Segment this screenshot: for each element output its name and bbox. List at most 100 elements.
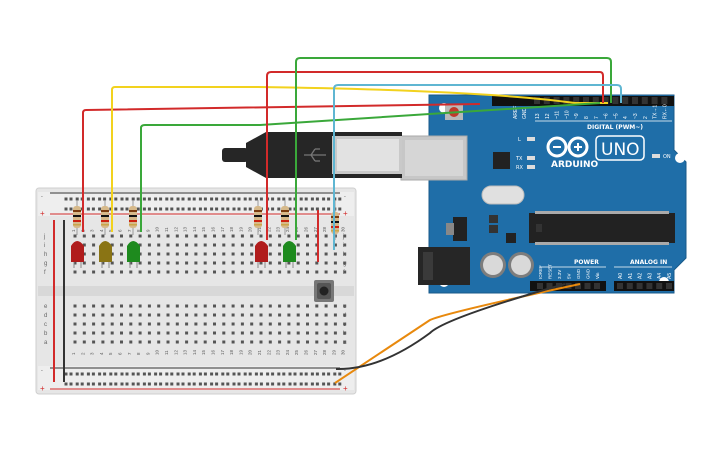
digital-pin-socket[interactable] [612, 97, 619, 104]
breadboard-hole[interactable] [175, 331, 179, 335]
breadboard-hole[interactable] [259, 304, 263, 308]
rail-hole[interactable] [176, 382, 180, 386]
rail-hole[interactable] [215, 372, 219, 376]
rail-hole[interactable] [310, 207, 314, 211]
rail-hole[interactable] [315, 382, 319, 386]
rail-hole[interactable] [282, 372, 286, 376]
breadboard-hole[interactable] [120, 270, 123, 274]
rail-hole[interactable] [322, 372, 326, 376]
rail-hole[interactable] [243, 207, 247, 211]
breadboard-hole[interactable] [92, 270, 96, 274]
breadboard-hole[interactable] [110, 252, 114, 256]
rail-hole[interactable] [64, 207, 68, 211]
wire-red-inner[interactable] [266, 71, 604, 240]
breadboard-hole[interactable] [138, 234, 142, 238]
breadboard-hole[interactable] [333, 304, 337, 308]
breadboard-hole[interactable] [194, 322, 198, 326]
usb-connector[interactable] [400, 135, 468, 181]
breadboard-hole[interactable] [250, 331, 254, 335]
breadboard-hole[interactable] [203, 331, 207, 335]
breadboard-hole[interactable] [138, 322, 142, 326]
breadboard-hole[interactable] [324, 252, 328, 256]
breadboard-hole[interactable] [129, 322, 133, 326]
rail-hole[interactable] [86, 372, 90, 376]
breadboard-hole[interactable] [315, 340, 319, 344]
wire-orange[interactable] [334, 283, 581, 384]
breadboard-hole[interactable] [250, 243, 254, 247]
rail-hole[interactable] [277, 372, 281, 376]
breadboard-hole[interactable] [278, 322, 282, 326]
wire-red-outer[interactable] [82, 103, 481, 232]
rail-hole[interactable] [187, 207, 191, 211]
rail-hole[interactable] [165, 197, 169, 201]
rail-hole[interactable] [170, 382, 174, 386]
breadboard-hole[interactable] [222, 270, 226, 274]
breadboard-hole[interactable] [147, 340, 151, 344]
breadboard-hole[interactable] [194, 261, 198, 265]
rail-hole[interactable] [315, 207, 319, 211]
rail-hole[interactable] [299, 382, 303, 386]
rail-hole[interactable] [147, 197, 151, 201]
breadboard-hole[interactable] [306, 322, 309, 326]
rail-hole[interactable] [304, 207, 308, 211]
rail-hole[interactable] [338, 372, 342, 376]
breadboard-hole[interactable] [185, 313, 189, 317]
breadboard-hole[interactable] [278, 270, 282, 274]
rail-hole[interactable] [159, 207, 163, 211]
breadboard-hole[interactable] [306, 270, 309, 274]
breadboard-hole[interactable] [324, 270, 328, 274]
rail-hole[interactable] [187, 197, 191, 201]
analog-header[interactable] [614, 281, 674, 291]
rail-hole[interactable] [288, 207, 292, 211]
breadboard-hole[interactable] [231, 304, 235, 308]
rail-hole[interactable] [159, 382, 163, 386]
rail-hole[interactable] [192, 197, 196, 201]
rail-hole[interactable] [80, 372, 84, 376]
breadboard-hole[interactable] [306, 304, 309, 308]
breadboard-hole[interactable] [333, 270, 337, 274]
breadboard-hole[interactable] [194, 304, 198, 308]
breadboard-hole[interactable] [82, 304, 86, 308]
rail-hole[interactable] [271, 197, 275, 201]
breadboard-hole[interactable] [231, 261, 235, 265]
rail-hole[interactable] [75, 197, 79, 201]
rail-hole[interactable] [259, 197, 263, 201]
breadboard-hole[interactable] [175, 243, 179, 247]
rail-hole[interactable] [103, 382, 107, 386]
rail-hole[interactable] [125, 372, 129, 376]
breadboard-hole[interactable] [287, 313, 291, 317]
rail-hole[interactable] [103, 197, 107, 201]
breadboard-hole[interactable] [92, 304, 96, 308]
analog-pin-socket[interactable] [656, 283, 663, 289]
arduino-uno-board[interactable]: ARDUINO UNO ON L TX RX DIGITAL (PWM~) AR… [400, 94, 687, 294]
rail-hole[interactable] [120, 372, 124, 376]
breadboard-hole[interactable] [287, 304, 291, 308]
breadboard-hole[interactable] [296, 270, 300, 274]
rail-hole[interactable] [266, 382, 270, 386]
breadboard-hole[interactable] [240, 234, 244, 238]
breadboard-hole[interactable] [306, 313, 309, 317]
breadboard-hole[interactable] [73, 331, 77, 335]
breadboard[interactable]: - + - + - + - + 112233445566778899101011… [35, 187, 357, 395]
wire-cyan[interactable] [333, 84, 622, 250]
rail-hole[interactable] [310, 197, 314, 201]
rail-hole[interactable] [192, 372, 196, 376]
breadboard-hole[interactable] [92, 234, 96, 238]
rail-hole[interactable] [232, 382, 236, 386]
breadboard-hole[interactable] [185, 340, 189, 344]
rail-hole[interactable] [243, 372, 247, 376]
rail-hole[interactable] [333, 382, 337, 386]
rail-hole[interactable] [310, 372, 314, 376]
breadboard-hole[interactable] [259, 331, 263, 335]
breadboard-hole[interactable] [120, 313, 123, 317]
rail-hole[interactable] [271, 382, 275, 386]
rail-hole[interactable] [192, 207, 196, 211]
breadboard-hole[interactable] [147, 252, 151, 256]
breadboard-hole[interactable] [157, 313, 161, 317]
rail-hole[interactable] [232, 207, 236, 211]
breadboard-hole[interactable] [213, 252, 216, 256]
rail-hole[interactable] [176, 207, 180, 211]
breadboard-hole[interactable] [259, 234, 263, 238]
breadboard-hole[interactable] [166, 340, 170, 344]
resistor-2[interactable] [101, 200, 109, 235]
